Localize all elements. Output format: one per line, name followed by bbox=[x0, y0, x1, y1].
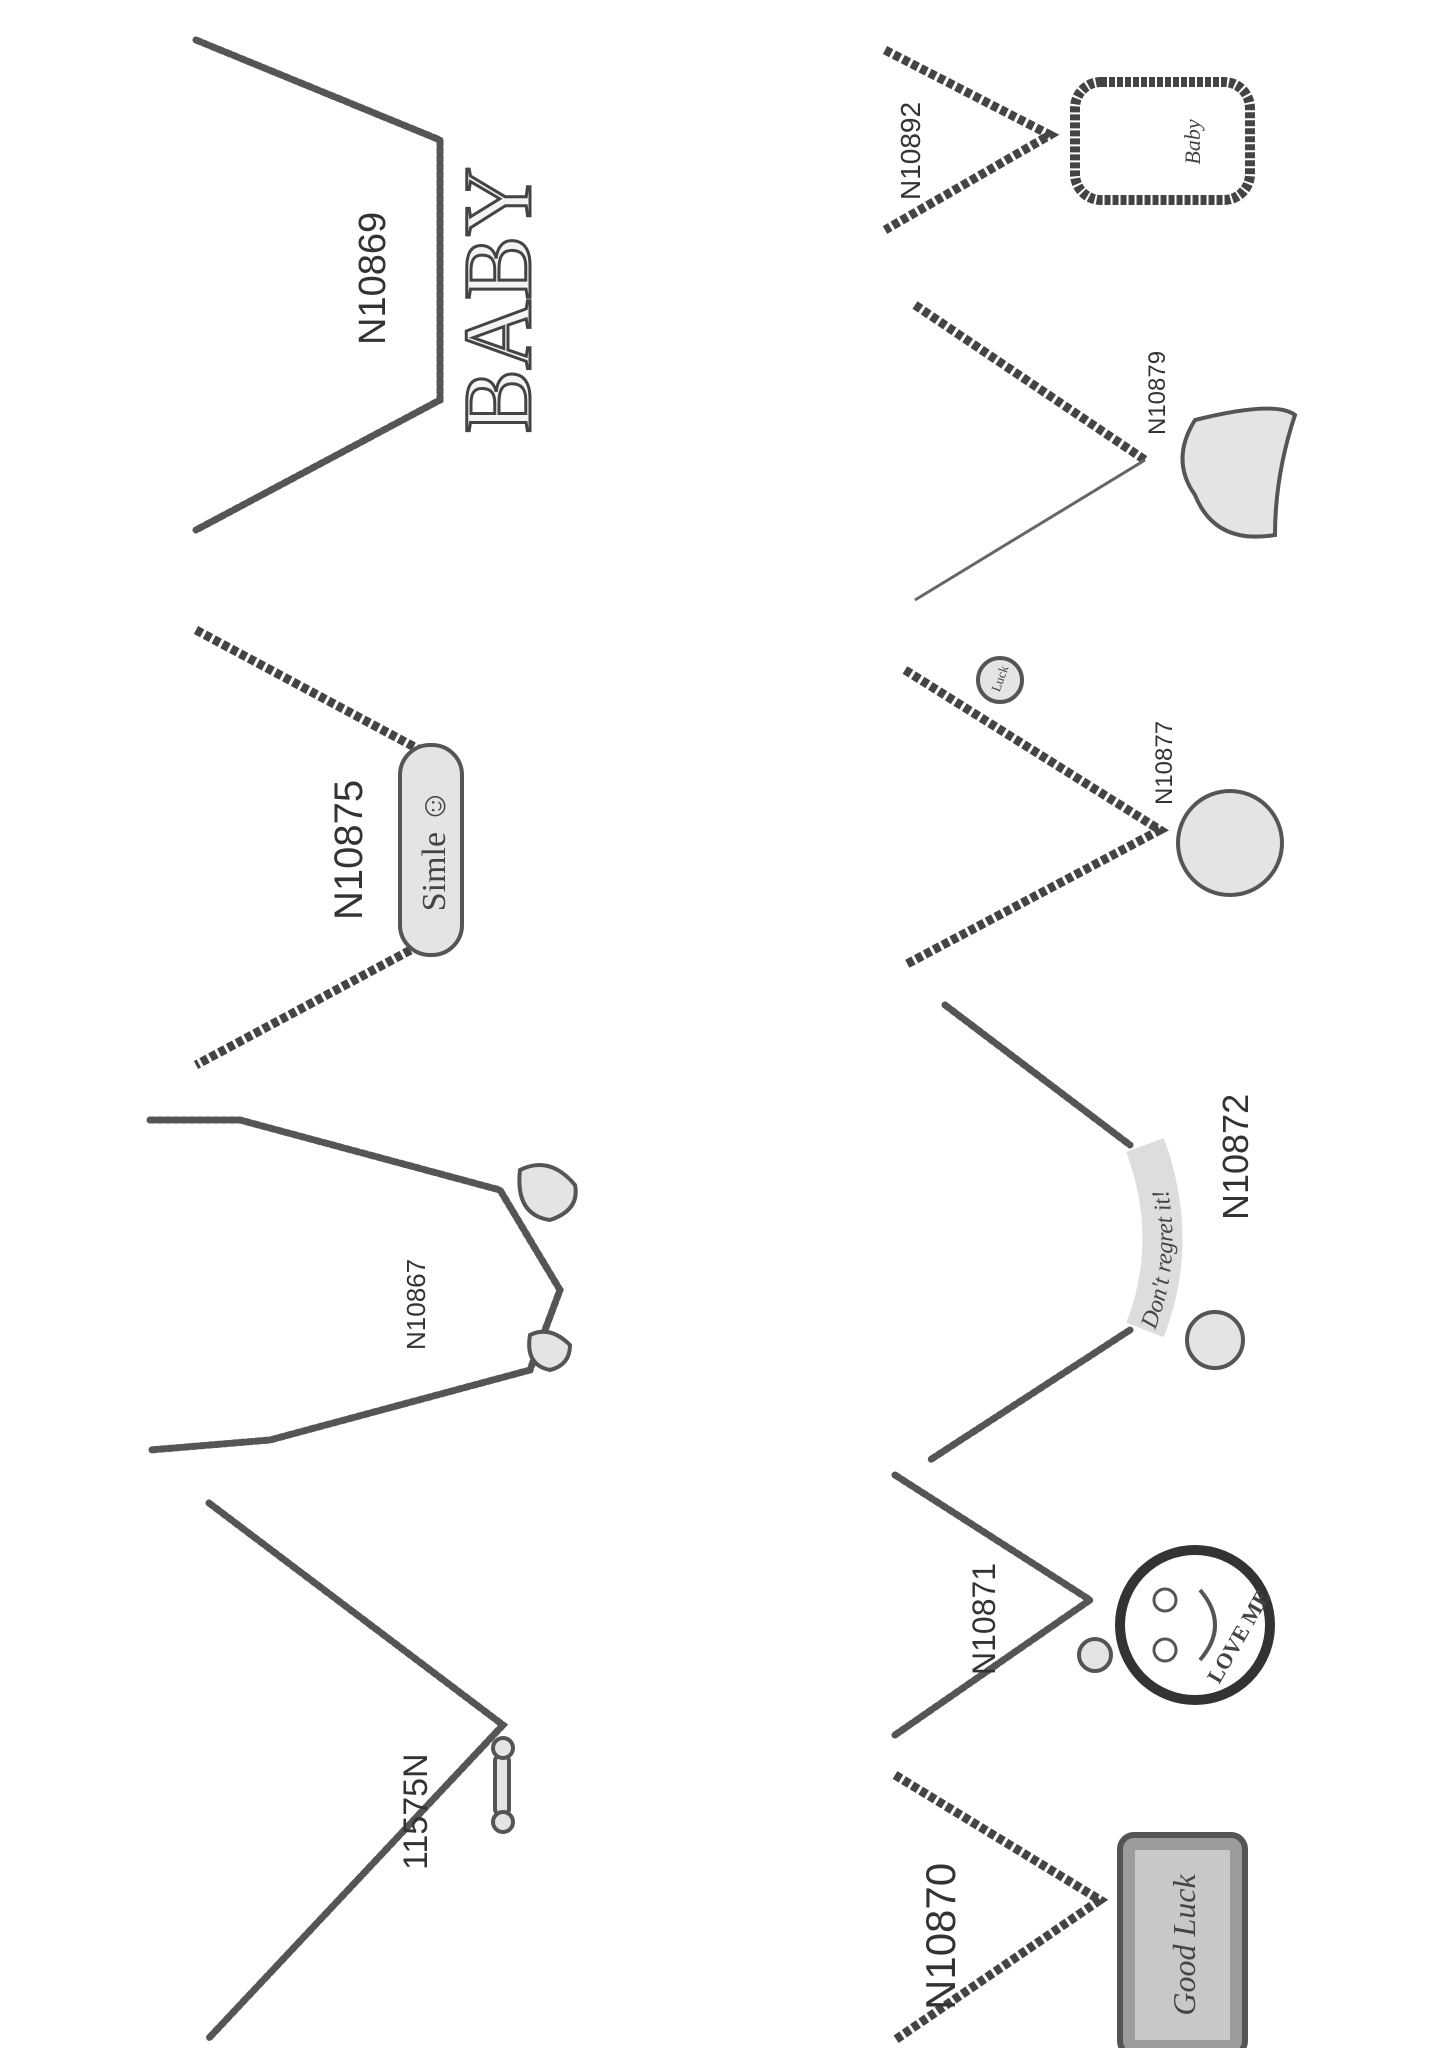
pendant-engraving: Simle ☺ bbox=[416, 789, 453, 912]
necklace-chain bbox=[941, 1001, 1134, 1149]
small-smiley-charm bbox=[1077, 1637, 1113, 1673]
luck-charm bbox=[976, 656, 1024, 704]
product-N10869: BABY N10869 bbox=[192, 36, 553, 534]
product-code: N10871 bbox=[966, 1563, 1002, 1675]
product-code: N10869 bbox=[352, 212, 394, 345]
product-code: N10867 bbox=[401, 1259, 431, 1350]
knot bbox=[491, 1736, 515, 1760]
necklace-chain bbox=[926, 1326, 1134, 1464]
smiley-mouth bbox=[1198, 1588, 1217, 1662]
paperclip-chain bbox=[914, 458, 1146, 602]
heart-pendant bbox=[527, 1329, 573, 1373]
necklace-chain bbox=[902, 666, 1169, 969]
bar-pendant bbox=[493, 1753, 511, 1817]
product-code: 11575N bbox=[397, 1753, 435, 1870]
smiley-eye bbox=[1152, 1587, 1178, 1613]
smiley-charm bbox=[1185, 1310, 1245, 1370]
product-N10877: Luck N10877 bbox=[902, 656, 1284, 969]
product-code: N10879 bbox=[1144, 351, 1171, 435]
pendant-engraving: Good Luck bbox=[1166, 1874, 1202, 2016]
smiley-eye bbox=[1152, 1637, 1178, 1663]
pendant-engraving: Baby bbox=[1180, 119, 1205, 164]
product-code: N10892 bbox=[895, 102, 926, 200]
product-N10867: N10867 bbox=[146, 1116, 578, 1454]
product-N10892: Baby N10892 bbox=[882, 45, 1255, 234]
product-code: N10877 bbox=[1151, 721, 1178, 805]
bar-pendant bbox=[398, 743, 464, 957]
necklace-chain bbox=[193, 626, 425, 1069]
product-N10871: LOVE ME N10871 bbox=[891, 1471, 1275, 1739]
product-N10870: Good Luck N10870 bbox=[892, 1771, 1248, 2048]
product-N10879: N10879 bbox=[912, 301, 1298, 602]
product-N10872: Don't regret it! N10872 bbox=[926, 1001, 1256, 1464]
product-code: N10872 bbox=[1215, 1094, 1256, 1220]
necklace-chain bbox=[205, 1499, 509, 2042]
pendant-letters: BABY bbox=[444, 167, 551, 434]
necklace-chain bbox=[891, 1471, 1097, 1739]
product-N10875: Simle ☺ N10875 bbox=[193, 626, 464, 1069]
heart-pendant bbox=[517, 1163, 578, 1223]
necklace-chain bbox=[192, 36, 444, 534]
product-code: N10875 bbox=[327, 780, 371, 920]
necklace-chain bbox=[892, 1771, 1109, 2044]
pendant-face bbox=[1135, 1850, 1230, 2040]
knot bbox=[491, 1810, 515, 1834]
smiley-pendant bbox=[1115, 1545, 1275, 1705]
arc-bar-pendant bbox=[1126, 1138, 1183, 1338]
product-11575N: 11575N bbox=[205, 1499, 515, 2042]
heart-pendant bbox=[1180, 406, 1298, 539]
necklace-chain bbox=[912, 301, 1148, 464]
product-code: N10870 bbox=[917, 1863, 964, 2010]
tag-pendant bbox=[1070, 77, 1255, 205]
necklace-chain bbox=[882, 45, 1060, 234]
necklace-chain bbox=[146, 1116, 564, 1454]
coin-pendant bbox=[1176, 789, 1284, 897]
